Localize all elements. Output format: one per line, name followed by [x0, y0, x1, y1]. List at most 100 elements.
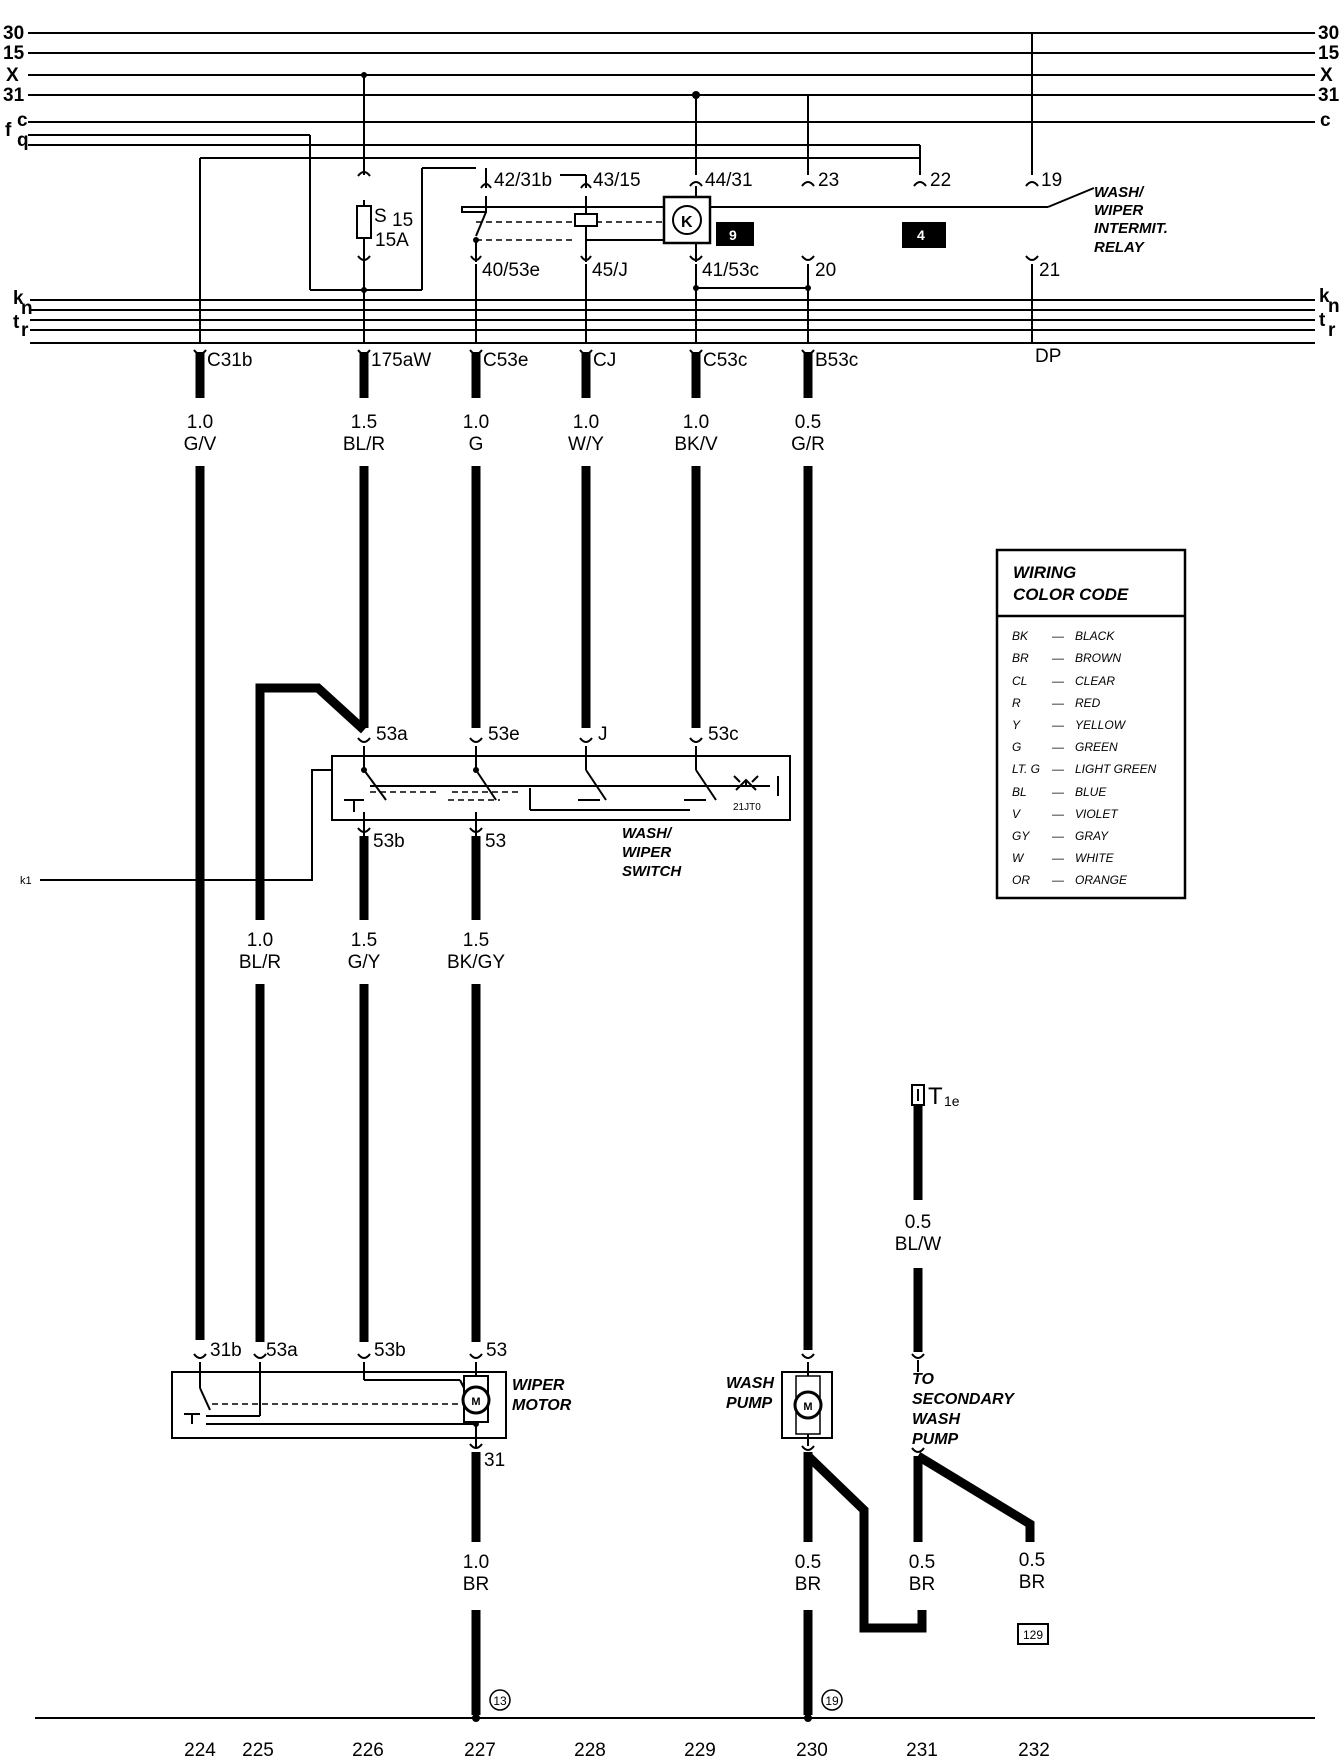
column-226: 226: [352, 1740, 384, 1760]
fuse-name: S: [374, 206, 387, 227]
svg-text:—: —: [1051, 762, 1065, 776]
relay-pin-21: 21: [1025, 255, 1060, 343]
wire-br-231-color: BR: [909, 1574, 935, 1595]
fuse-s15: [356, 205, 372, 239]
motor-pin-53b: 53b: [374, 1340, 406, 1361]
relay-area: S 15 15A 42/31b 43/15 44/31 23 22: [199, 33, 1168, 343]
relay-pin-23: 23: [801, 170, 839, 191]
bus-label-f: f: [5, 120, 12, 141]
switch-label-3: SWITCH: [622, 863, 682, 880]
motor-pin-31b: 31b: [210, 1340, 242, 1361]
lower-wire-labels: 1.0 BR 0.5 BR 0.5 BR 0.5 BR: [463, 1550, 1045, 1595]
bus-label-r: r: [21, 320, 29, 341]
svg-text:LT. G: LT. G: [1012, 762, 1040, 776]
bus-label-right-t: t: [1319, 310, 1326, 331]
relay-tag-4: [902, 222, 946, 248]
fuse-number: 15: [392, 210, 413, 231]
bus-label-t: t: [13, 312, 20, 333]
svg-text:—: —: [1051, 629, 1065, 643]
bus-label-right-x: X: [1320, 65, 1333, 86]
svg-text:CLEAR: CLEAR: [1075, 674, 1115, 688]
wire-br-231-size: 0.5: [909, 1552, 935, 1573]
secondary-label-1: TO: [912, 1371, 934, 1388]
wire-g-v-size: 1.0: [187, 412, 213, 433]
ground-ref-19: [821, 1689, 843, 1711]
top-bus-right-labels: 30 15 X 31 c: [1318, 23, 1340, 131]
bus-label-31: 31: [3, 85, 25, 106]
switch-pin-53c: 53c: [708, 724, 739, 745]
column-224: 224: [184, 1740, 216, 1760]
svg-text:13: 13: [493, 1694, 507, 1708]
svg-text:20: 20: [815, 260, 836, 281]
bus-label-right-r: r: [1328, 320, 1336, 341]
legend-title-2: COLOR CODE: [1013, 585, 1129, 604]
motor-body: [171, 1371, 507, 1439]
ref-box-129-text: 129: [1023, 1628, 1043, 1642]
t1e-connector: T 1e 0.5 BL/W: [895, 1083, 960, 1372]
wiper-motor-icon: [461, 1385, 491, 1415]
svg-text:—: —: [1051, 718, 1065, 732]
wire-bl-r-lower-color: BL/R: [239, 952, 281, 973]
relay-pin-22: 22: [913, 170, 951, 191]
ground-refs: 13 19: [489, 1689, 843, 1711]
bus-label-right-k: k: [1319, 286, 1330, 307]
relay-pin-45-j: 45/J: [580, 255, 628, 343]
column-225: 225: [242, 1740, 274, 1760]
wire-g-size: 1.0: [463, 412, 489, 433]
relay-pin-19: 19: [1025, 170, 1062, 191]
top-bus: [28, 32, 1315, 146]
color-code-legend: WIRING COLOR CODE BK — BLACK BR — BROWN …: [995, 548, 1187, 900]
bottom-bus-labels: k n t r k n t r: [13, 286, 1340, 341]
svg-text:—: —: [1051, 873, 1065, 887]
column-229: 229: [684, 1740, 716, 1760]
wire-w-y-size: 1.0: [573, 412, 599, 433]
svg-text:19: 19: [1041, 170, 1062, 191]
middle-wire-labels: 1.0 BL/R 1.5 G/Y 1.5 BK/GY: [239, 930, 505, 973]
connector-c31b: C31b: [207, 350, 252, 371]
column-227: 227: [464, 1740, 496, 1760]
t1e-label: T: [928, 1083, 943, 1110]
wire-g-r-color: G/R: [791, 434, 825, 455]
svg-text:WIPER: WIPER: [1094, 202, 1143, 219]
secondary-label-2: SECONDARY: [912, 1391, 1015, 1408]
wire-bk-gy-color: BK/GY: [447, 952, 505, 973]
wire-br-230-size: 0.5: [795, 1552, 821, 1573]
switch-pin-53: 53: [485, 831, 506, 852]
svg-text:ORANGE: ORANGE: [1075, 873, 1128, 887]
wire-w-y-color: W/Y: [568, 434, 604, 455]
svg-text:Y: Y: [1012, 718, 1021, 732]
switch-pin-53b: 53b: [373, 831, 405, 852]
svg-text:GREEN: GREEN: [1075, 740, 1118, 754]
connector-c53e: C53e: [483, 350, 528, 371]
svg-text:WHITE: WHITE: [1075, 851, 1115, 865]
svg-text:—: —: [1051, 807, 1065, 821]
legend-entries: BK — BLACK BR — BROWN CL — CLEAR R — RED…: [1012, 629, 1157, 887]
relay-pin-20: 20: [801, 255, 836, 343]
svg-text:BL: BL: [1012, 785, 1027, 799]
svg-text:—: —: [1051, 696, 1065, 710]
pump-label-2: PUMP: [726, 1395, 773, 1412]
svg-text:BROWN: BROWN: [1075, 651, 1121, 665]
top-bus-left-labels: 30 15 X 31 c q f: [3, 23, 29, 151]
svg-text:23: 23: [818, 170, 839, 191]
upper-wires: [195, 352, 813, 1350]
svg-text:41/53c: 41/53c: [702, 260, 759, 281]
motor-ground-pin: 31: [484, 1450, 505, 1471]
switch-pin-j: J: [598, 724, 608, 745]
motor-label-1: WIPER: [512, 1377, 565, 1394]
washer-spray-icon: [733, 775, 779, 796]
wire-g-r-size: 0.5: [795, 412, 821, 433]
wire-bk-v-size: 1.0: [683, 412, 709, 433]
secondary-label-4: PUMP: [912, 1431, 959, 1448]
relay-tag-9: [716, 222, 754, 246]
connector-dp: DP: [1035, 346, 1061, 367]
bus-label-c: c: [17, 110, 28, 131]
bus-label-k: k: [13, 288, 24, 309]
pump-label-1: WASH: [726, 1375, 774, 1392]
svg-text:BK: BK: [1012, 629, 1029, 643]
connector-cj: CJ: [593, 350, 616, 371]
wire-br-232-color: BR: [1019, 1572, 1045, 1593]
svg-text:LIGHT GREEN: LIGHT GREEN: [1075, 762, 1157, 776]
t1e-sub: 1e: [944, 1093, 960, 1109]
column-228: 228: [574, 1740, 606, 1760]
